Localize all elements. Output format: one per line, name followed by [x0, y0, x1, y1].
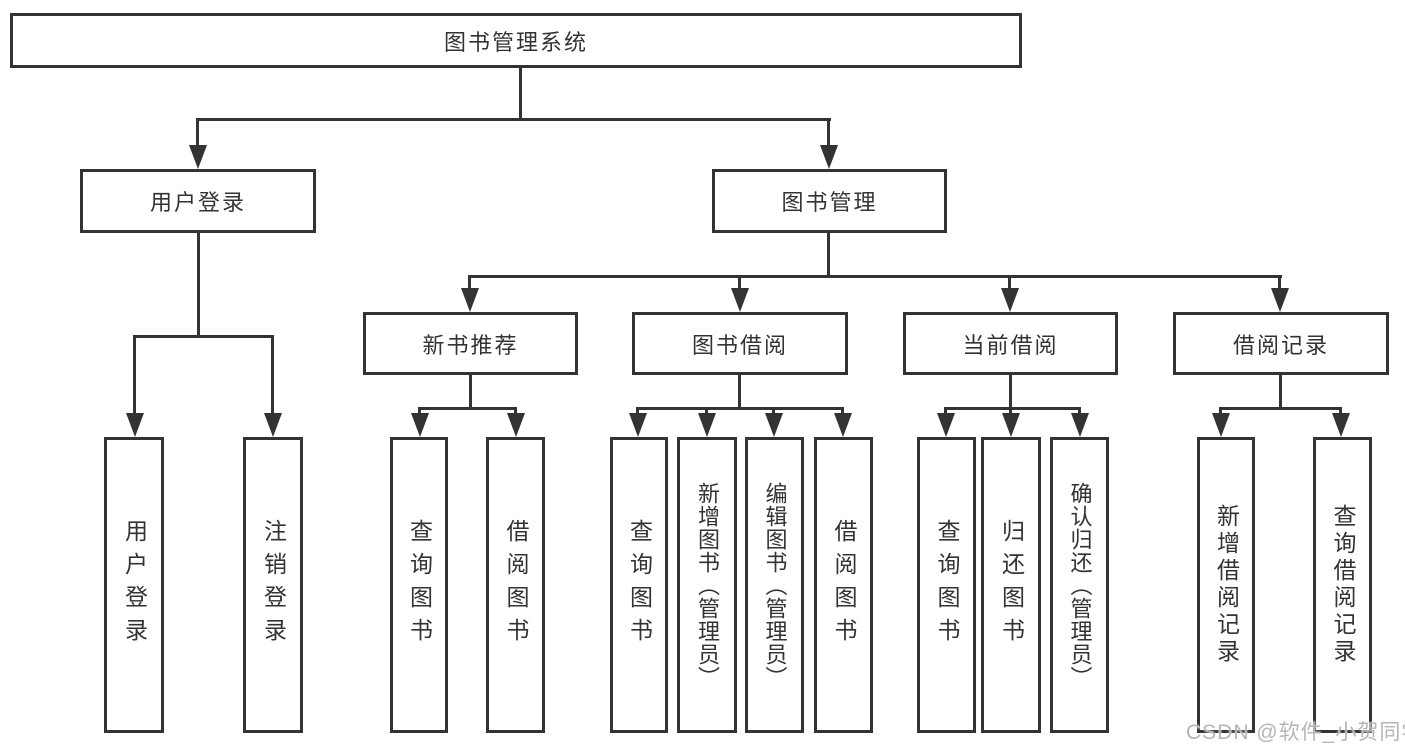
leaf-query-books: 查询图书 — [390, 437, 448, 733]
node-root: 图书管理系统 — [10, 13, 1022, 68]
v-line — [1009, 373, 1012, 410]
leaf-borrow-books: 借阅图书 — [486, 437, 545, 733]
leaf-label: 用户登录 — [121, 519, 148, 651]
leaf-label: 借阅图书 — [503, 519, 529, 651]
csdn-watermark: CSDN @软件_小贺同学 — [1186, 721, 1405, 744]
down-arrow — [1331, 407, 1350, 437]
node-label: 图书借阅 — [691, 332, 788, 358]
h-line — [196, 118, 831, 121]
v-line — [469, 373, 472, 410]
node-book-management-branch: 图书管理 — [712, 169, 947, 233]
node-label: 图书管理 — [781, 190, 878, 215]
leaf-logout: 注销登录 — [243, 437, 303, 733]
down-arrow — [1070, 407, 1089, 437]
leaf-confirm-return-admin: 确认归还（管理员） — [1050, 437, 1109, 733]
node-book-borrow: 图书借阅 — [632, 312, 848, 375]
h-line — [1220, 407, 1342, 410]
v-line — [827, 232, 830, 278]
down-arrow — [125, 335, 144, 437]
down-arrow — [1211, 407, 1230, 437]
node-current-borrow: 当前借阅 — [903, 312, 1118, 375]
down-arrow — [936, 407, 955, 437]
leaf-label: 注销登录 — [260, 519, 287, 651]
leaf-label: 确认归还（管理员） — [1067, 481, 1093, 689]
down-arrow — [833, 407, 852, 437]
v-line — [197, 232, 200, 338]
down-arrow — [730, 275, 749, 312]
leaf-query-borrow-record: 查询借阅记录 — [1313, 437, 1372, 733]
leaf-borrow-books: 借阅图书 — [814, 437, 873, 733]
h-line — [133, 335, 274, 338]
leaf-return-book: 归还图书 — [981, 437, 1041, 733]
leaf-label: 新增借阅记录 — [1213, 504, 1240, 666]
down-arrow — [263, 335, 282, 437]
leaf-label: 新增图书（管理员） — [695, 481, 720, 689]
h-line — [945, 407, 1081, 410]
leaf-query-books: 查询图书 — [917, 437, 976, 733]
h-line — [418, 407, 517, 410]
h-line — [637, 407, 844, 410]
leaf-label: 借阅图书 — [831, 519, 857, 651]
leaf-label: 归还图书 — [998, 519, 1025, 651]
node-label: 当前借阅 — [962, 332, 1059, 358]
down-arrow — [188, 118, 207, 169]
v-line — [1279, 373, 1282, 410]
node-borrow-records: 借阅记录 — [1173, 312, 1389, 375]
down-arrow — [460, 275, 479, 312]
leaf-label: 查询图书 — [626, 519, 653, 651]
leaf-label: 查询图书 — [934, 519, 960, 651]
down-arrow — [628, 407, 647, 437]
leaf-edit-book-admin: 编辑图书（管理员） — [745, 437, 804, 733]
down-arrow — [1270, 275, 1289, 312]
node-label: 借阅记录 — [1232, 332, 1329, 358]
leaf-add-borrow-record: 新增借阅记录 — [1197, 437, 1255, 733]
leaf-user-login: 用户登录 — [104, 437, 164, 733]
leaf-query-books: 查询图书 — [610, 437, 668, 733]
node-new-book-recommend: 新书推荐 — [363, 312, 578, 375]
leaf-label: 编辑图书（管理员） — [762, 481, 788, 689]
down-arrow — [506, 407, 525, 437]
node-label: 新书推荐 — [422, 332, 519, 358]
h-line — [469, 275, 1282, 278]
v-line — [738, 373, 741, 410]
down-arrow — [764, 407, 783, 437]
down-arrow — [819, 118, 838, 169]
down-arrow — [410, 407, 429, 437]
node-root-label: 图书管理系统 — [443, 29, 588, 55]
down-arrow — [697, 407, 716, 437]
leaf-add-book-admin: 新增图书（管理员） — [677, 437, 737, 733]
leaf-label: 查询借阅记录 — [1330, 504, 1356, 666]
node-label: 用户登录 — [149, 190, 246, 215]
leaf-label: 查询图书 — [406, 519, 433, 651]
node-user-login-branch: 用户登录 — [80, 169, 316, 233]
down-arrow — [1000, 275, 1019, 312]
v-line — [519, 68, 522, 121]
down-arrow — [1001, 407, 1020, 437]
